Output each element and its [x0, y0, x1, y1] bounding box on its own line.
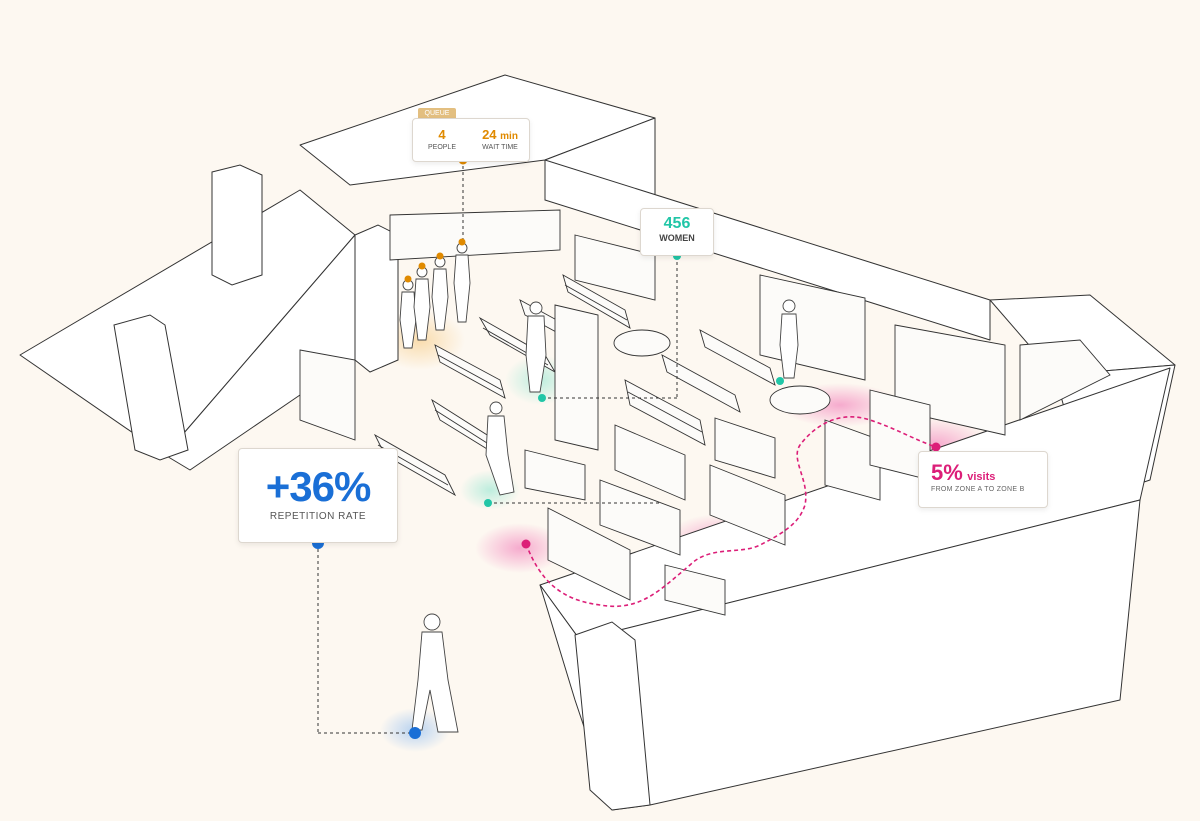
visits-value-line: 5% visits [931, 460, 1047, 486]
visits-callout: 5% visits FROM ZONE A TO ZONE B [918, 451, 1048, 508]
repetition-callout: +36% REPETITION RATE [238, 448, 398, 543]
visits-unit: visits [967, 471, 996, 483]
queue-wait-stat: 24 min WAIT TIME [471, 127, 529, 151]
women-count: 456 [663, 215, 691, 232]
queue-wait-value: 24 min [471, 127, 529, 142]
queue-people-label: PEOPLE [427, 144, 456, 151]
store-walls [19, 74, 1176, 811]
wait-number: 24 [482, 127, 497, 142]
pillars [113, 164, 651, 811]
women-callout: 456 WOMEN [640, 208, 714, 256]
queue-people-stat: 4 PEOPLE [413, 127, 471, 151]
zone-b-marker [931, 442, 941, 452]
queue-callout: 4 PEOPLE 24 min WAIT TIME [412, 118, 530, 162]
visits-label: FROM ZONE A TO ZONE B [931, 486, 1025, 493]
queue-people-value: 4 [438, 127, 446, 142]
queue-tag: QUEUE [418, 108, 456, 120]
repetition-label: REPETITION RATE [269, 511, 367, 522]
callout-connectors [317, 160, 678, 734]
visits-value: 5% [931, 460, 963, 485]
queue-wait-label: WAIT TIME [482, 144, 518, 151]
repetition-value: +36% [265, 463, 372, 510]
journey-path [525, 416, 937, 608]
women-label: WOMEN [659, 233, 695, 243]
shoppers [411, 299, 799, 733]
wait-unit: min [500, 131, 518, 142]
zone-a-marker [521, 539, 531, 549]
queue-people [399, 242, 471, 349]
